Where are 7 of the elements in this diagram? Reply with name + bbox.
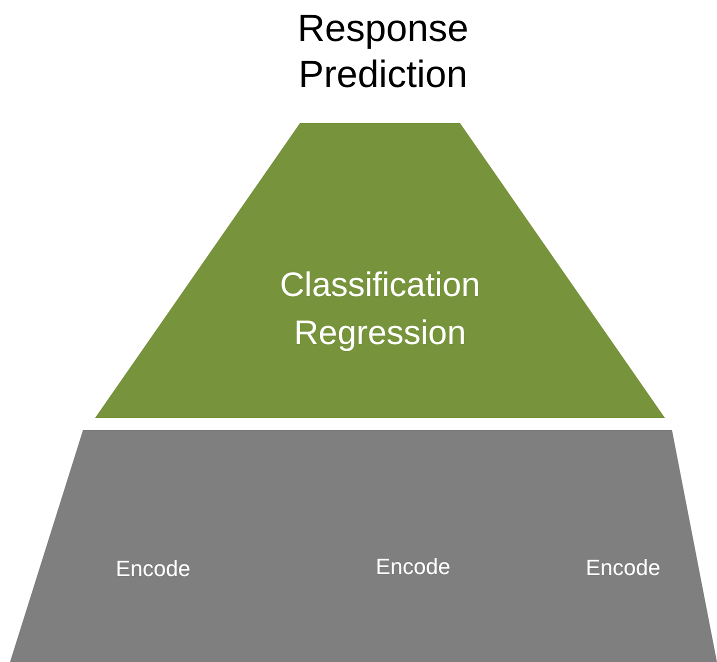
trapezoid-layer bbox=[95, 123, 665, 418]
layer-label: Encode bbox=[584, 555, 662, 581]
diagram-title: Response Prediction bbox=[296, 7, 470, 98]
layer-label: Encode bbox=[114, 556, 192, 582]
trapezoid-layer bbox=[10, 430, 717, 662]
layer-label: Classification Regression bbox=[278, 265, 482, 354]
layer-label: Encode bbox=[374, 554, 452, 580]
